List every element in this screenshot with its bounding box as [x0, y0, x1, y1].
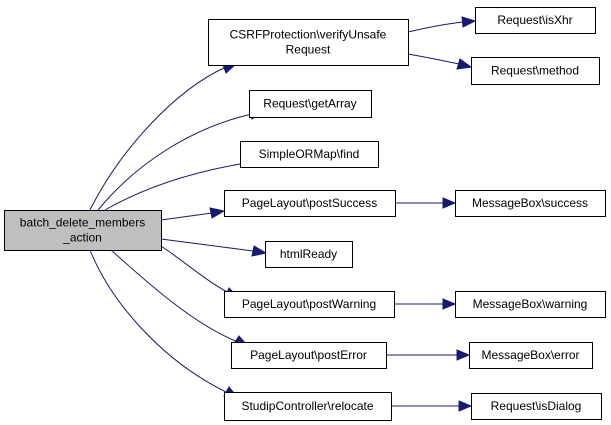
node-label: MessageBox\error: [481, 348, 579, 362]
edge-relocate-to-isdialog: [391, 400, 473, 412]
node-box: [4, 210, 162, 251]
node-isdialog[interactable]: Request\isDialog: [471, 393, 602, 420]
node-label: SimpleORMap\find: [259, 147, 360, 161]
edge-line: [97, 113, 253, 211]
edge-csrf-to-method: [407, 53, 473, 70]
nodes-layer: batch_delete_members_action CSRFProtectio…: [4, 7, 606, 421]
node-posterror[interactable]: PageLayout\postError: [231, 342, 387, 369]
node-box: [469, 342, 593, 369]
edge-line: [89, 66, 227, 211]
edge-csrf-to-isxhr: [407, 16, 477, 33]
edge-postsuccess-to-msgsuccess: [395, 197, 457, 209]
edge-postwarning-to-msgwarning: [394, 298, 457, 310]
node-label: Request: [286, 43, 331, 57]
edge-root-to-relocate: [89, 249, 240, 399]
node-label: PageLayout\postWarning: [242, 297, 376, 311]
node-box: [231, 342, 387, 369]
arrowhead: [251, 245, 268, 257]
node-htmlready[interactable]: htmlReady: [265, 241, 353, 268]
node-msgerror[interactable]: MessageBox\error: [469, 342, 593, 369]
node-label: PageLayout\postError: [250, 348, 367, 362]
arrowhead: [209, 207, 226, 219]
node-postsuccess[interactable]: PageLayout\postSuccess: [224, 190, 396, 217]
edge-line: [110, 249, 239, 343]
node-label: Request\isDialog: [491, 399, 582, 413]
node-box: [455, 190, 606, 217]
arrowhead: [461, 16, 477, 28]
edge-root-to-csrf: [89, 61, 238, 211]
node-label: Request\method: [491, 64, 579, 78]
arrowhead: [456, 58, 473, 70]
node-msgsuccess[interactable]: MessageBox\success: [455, 190, 606, 217]
edge-line: [89, 249, 229, 394]
edge-line: [104, 162, 247, 211]
node-label: batch_delete_members: [20, 216, 145, 230]
node-box: [471, 57, 600, 85]
node-box: [265, 241, 353, 268]
arrowhead: [456, 349, 471, 361]
node-box: [249, 90, 372, 118]
node-box: [471, 393, 602, 420]
node-isxhr[interactable]: Request\isXhr: [475, 7, 596, 34]
node-label: _action: [62, 231, 102, 245]
node-box: [240, 141, 379, 168]
arrowhead: [442, 197, 457, 209]
node-getarray[interactable]: Request\getArray: [249, 90, 372, 118]
node-box: [455, 291, 606, 318]
arrowhead: [458, 400, 473, 412]
edge-line: [160, 212, 213, 221]
node-label: CSRFProtection\verifyUnsafe: [230, 28, 387, 42]
node-box: [224, 392, 392, 421]
node-find[interactable]: SimpleORMap\find: [240, 141, 379, 168]
edge-root-to-htmlready: [160, 238, 268, 257]
edge-posterror-to-msgerror: [386, 349, 471, 361]
node-label: htmlReady: [280, 247, 337, 261]
node-method[interactable]: Request\method: [471, 57, 600, 85]
edge-line: [160, 245, 230, 294]
edge-line: [407, 53, 460, 65]
node-label: Request\getArray: [263, 97, 356, 111]
node-box: [224, 190, 396, 217]
node-box: [224, 291, 395, 318]
node-box: [475, 7, 596, 34]
node-root[interactable]: batch_delete_members_action: [4, 210, 162, 251]
node-label: Request\isXhr: [497, 13, 572, 27]
arrowhead: [442, 298, 457, 310]
edge-line: [407, 21, 464, 33]
node-label: MessageBox\success: [472, 196, 588, 210]
node-box: [208, 19, 409, 66]
node-label: MessageBox\warning: [473, 297, 588, 311]
edge-line: [160, 238, 254, 252]
edge-root-to-postsuccess: [160, 207, 226, 221]
node-msgwarning[interactable]: MessageBox\warning: [455, 291, 606, 318]
node-label: StudipController\relocate: [241, 399, 373, 413]
node-relocate[interactable]: StudipController\relocate: [224, 392, 392, 421]
node-postwarning[interactable]: PageLayout\postWarning: [224, 291, 395, 318]
edge-root-to-postwarning: [160, 245, 241, 299]
node-label: PageLayout\postSuccess: [242, 196, 377, 210]
